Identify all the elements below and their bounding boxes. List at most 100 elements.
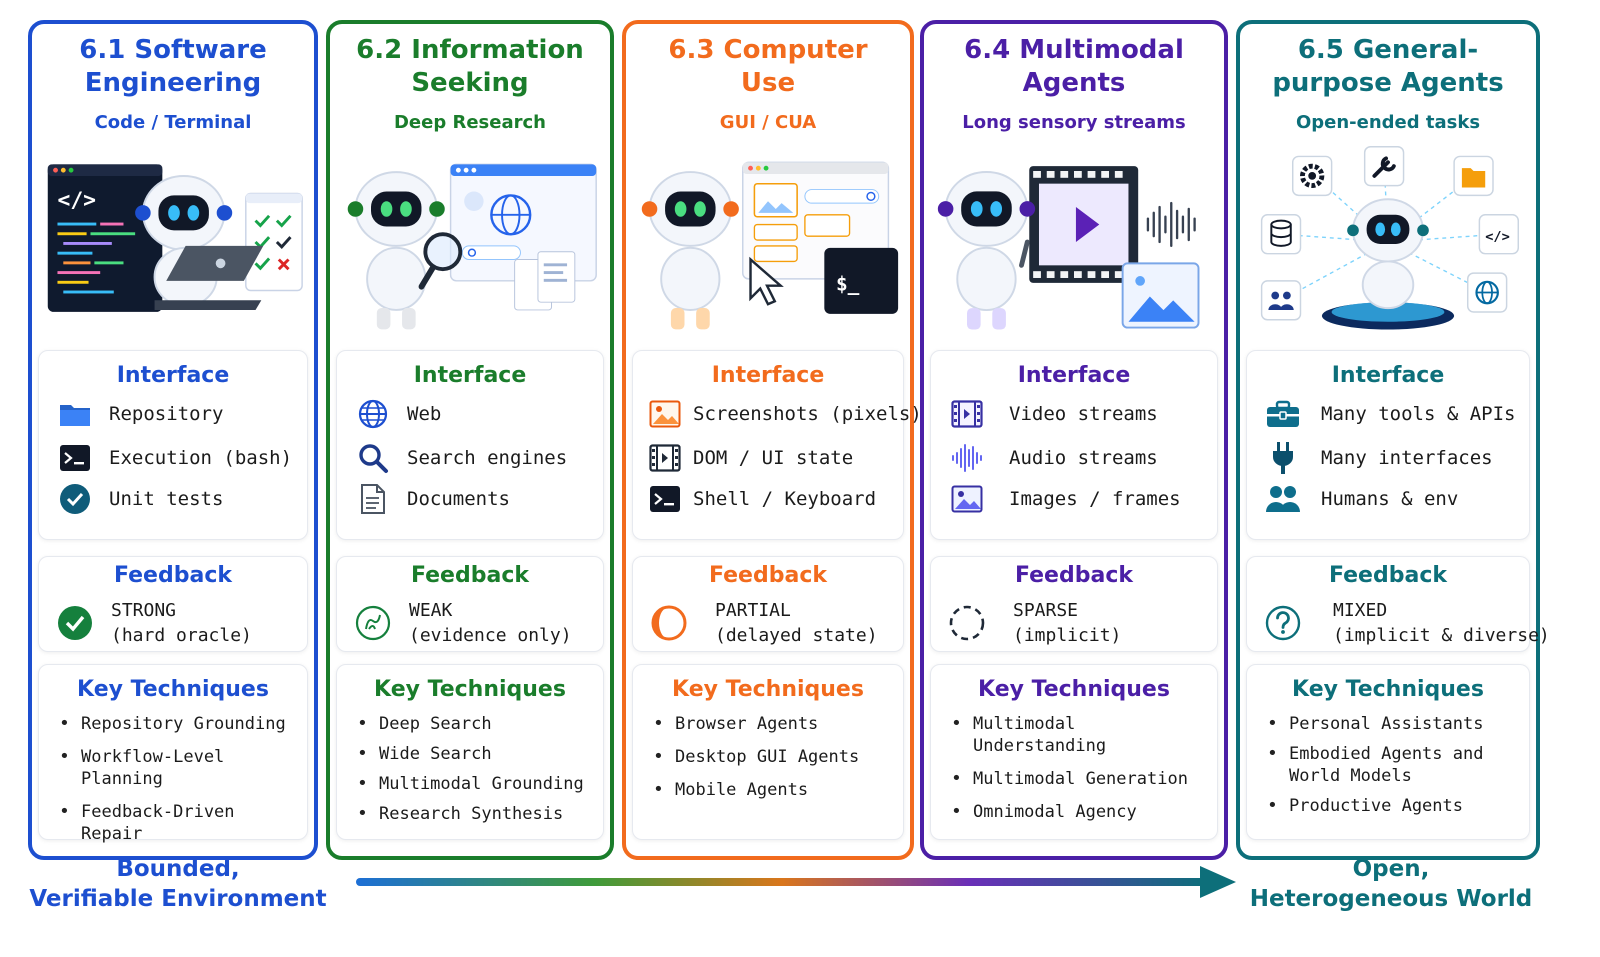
interface-item: Search engines [355, 441, 597, 475]
interface-item: Shell / Keyboard [647, 482, 897, 516]
interface-item-label: Video streams [1009, 403, 1158, 425]
interface-panel: Interface Many tools & APIs Many interfa… [1246, 350, 1530, 540]
interface-item-label: Repository [109, 403, 224, 425]
column-subtitle: Open-ended tasks [1295, 112, 1481, 133]
technique-item: Omnimodal Agency [949, 801, 1213, 823]
svg-text:</>: </> [1485, 229, 1510, 245]
feedback-level: STRONG [111, 600, 177, 621]
svg-text:$_: $_ [836, 273, 860, 296]
coding-robot-illustration: </> [47, 164, 303, 312]
people-icon [1265, 482, 1301, 516]
key-techniques-panel: Key Techniques Browser Agents Desktop GU… [632, 664, 904, 840]
interface-heading: Interface [1017, 363, 1131, 388]
toolbox-icon [1265, 397, 1301, 431]
column-subtitle: Deep Research [393, 112, 546, 133]
feedback-level: WEAK [409, 600, 453, 621]
film-icon [949, 397, 985, 431]
magnifier-icon [355, 441, 391, 475]
column-subtitle: Long sensory streams [962, 112, 1186, 133]
column-title: 6.2 Information Seeking [356, 35, 584, 98]
technique-item: Desktop GUI Agents [651, 746, 899, 768]
interface-heading: Interface [1331, 363, 1445, 388]
feedback-text: STRONG (hard oracle) [111, 598, 252, 648]
research-robot-illustration [347, 163, 597, 330]
technique-item: Mobile Agents [651, 779, 899, 801]
plug-icon [1265, 441, 1301, 475]
interface-item: Audio streams [949, 441, 1211, 475]
technique-item: Multimodal Grounding [355, 773, 599, 795]
technique-list: Multimodal Understanding Multimodal Gene… [949, 713, 1213, 834]
interface-item-label: Search engines [407, 447, 568, 469]
feedback-panel: Feedback PARTIAL (delayed state) [632, 556, 904, 652]
column-computer-use: 6.3 Computer Use GUI / CUA $_ Interface … [622, 20, 922, 860]
interface-panel: Interface Screenshots (pixels) DOM / UI … [632, 350, 922, 540]
spectrum-arrow [356, 866, 1236, 898]
technique-item: Wide Search [355, 743, 599, 765]
interface-item-label: DOM / UI state [693, 447, 854, 469]
interface-item: Repository [57, 397, 301, 431]
technique-item: Research Synthesis [355, 803, 599, 825]
technique-item: Workflow-Level Planning [57, 746, 303, 790]
interface-item-label: Images / frames [1009, 488, 1181, 510]
feedback-heading: Feedback [1015, 563, 1133, 588]
feedback-level: MIXED [1333, 600, 1388, 621]
key-techniques-panel: Key Techniques Repository Grounding Work… [38, 664, 308, 844]
interface-item-label: Execution (bash) [109, 447, 293, 469]
feedback-panel: Feedback WEAK (evidence only) [336, 556, 604, 652]
interface-item-label: Documents [407, 488, 510, 510]
feedback-text: PARTIAL (delayed state) [715, 598, 878, 648]
interface-item: Many tools & APIs [1265, 397, 1523, 431]
column-title: 6.4 Multimodal Agents [964, 35, 1184, 98]
technique-list: Browser Agents Desktop GUI Agents Mobile… [651, 713, 899, 812]
question-circle-icon [1263, 603, 1303, 643]
key-techniques-panel: Key Techniques Personal Assistants Embod… [1246, 664, 1530, 840]
interface-panel: Interface Repository Execution (bash) Un… [38, 350, 308, 540]
technique-item: Personal Assistants [1265, 713, 1525, 735]
key-techniques-heading: Key Techniques [978, 677, 1170, 702]
feedback-row: MIXED (implicit & diverse) [1263, 597, 1550, 649]
feedback-detail: (hard oracle) [111, 625, 252, 646]
interface-item: Video streams [949, 397, 1211, 431]
technique-list: Deep Search Wide Search Multimodal Groun… [355, 713, 599, 833]
interface-item: Humans & env [1265, 482, 1523, 516]
interface-item: Execution (bash) [57, 441, 301, 475]
film-icon [647, 441, 683, 475]
technique-list: Personal Assistants Embodied Agents and … [1265, 713, 1525, 825]
column-information-seeking: 6.2 Information Seeking Deep Research In… [326, 20, 614, 860]
column-subtitle: Code / Terminal [94, 112, 252, 133]
feedback-row: SPARSE (implicit) [947, 597, 1211, 649]
interface-item: Images / frames [949, 482, 1211, 516]
image-icon [949, 482, 985, 516]
terminal-icon [647, 482, 683, 516]
interface-item-label: Unit tests [109, 488, 224, 510]
feedback-row: PARTIAL (delayed state) [649, 597, 897, 649]
interface-heading: Interface [711, 363, 825, 388]
interface-item-label: Shell / Keyboard [693, 488, 877, 510]
multimodal-robot-illustration [937, 166, 1200, 330]
svg-text:</>: </> [57, 188, 96, 213]
feedback-detail: (implicit & diverse) [1333, 625, 1550, 646]
feedback-panel: Feedback STRONG (hard oracle) [38, 556, 308, 652]
column-subtitle: GUI / CUA [719, 112, 817, 133]
feedback-row: STRONG (hard oracle) [55, 597, 301, 649]
technique-item: Repository Grounding [57, 713, 303, 735]
general-agent-robot-illustration: </> [1260, 145, 1520, 330]
weak-signal-icon [353, 603, 393, 643]
waveform-icon [949, 441, 985, 475]
check-circle-icon [57, 482, 93, 516]
interface-panel: Interface Web Search engines Documents [336, 350, 604, 540]
feedback-detail: (delayed state) [715, 625, 878, 646]
column-title: 6.1 Software Engineering [79, 35, 267, 98]
technique-list: Repository Grounding Workflow-Level Plan… [57, 713, 303, 856]
key-techniques-heading: Key Techniques [672, 677, 864, 702]
key-techniques-heading: Key Techniques [1292, 677, 1484, 702]
check-circle-icon [55, 603, 95, 643]
feedback-level: SPARSE [1013, 600, 1079, 621]
half-circle-icon [649, 603, 689, 643]
feedback-heading: Feedback [1329, 563, 1447, 588]
feedback-level: PARTIAL [715, 600, 791, 621]
folder-icon [57, 397, 93, 431]
interface-item: Documents [355, 482, 597, 516]
feedback-heading: Feedback [411, 563, 529, 588]
globe-icon [355, 397, 391, 431]
